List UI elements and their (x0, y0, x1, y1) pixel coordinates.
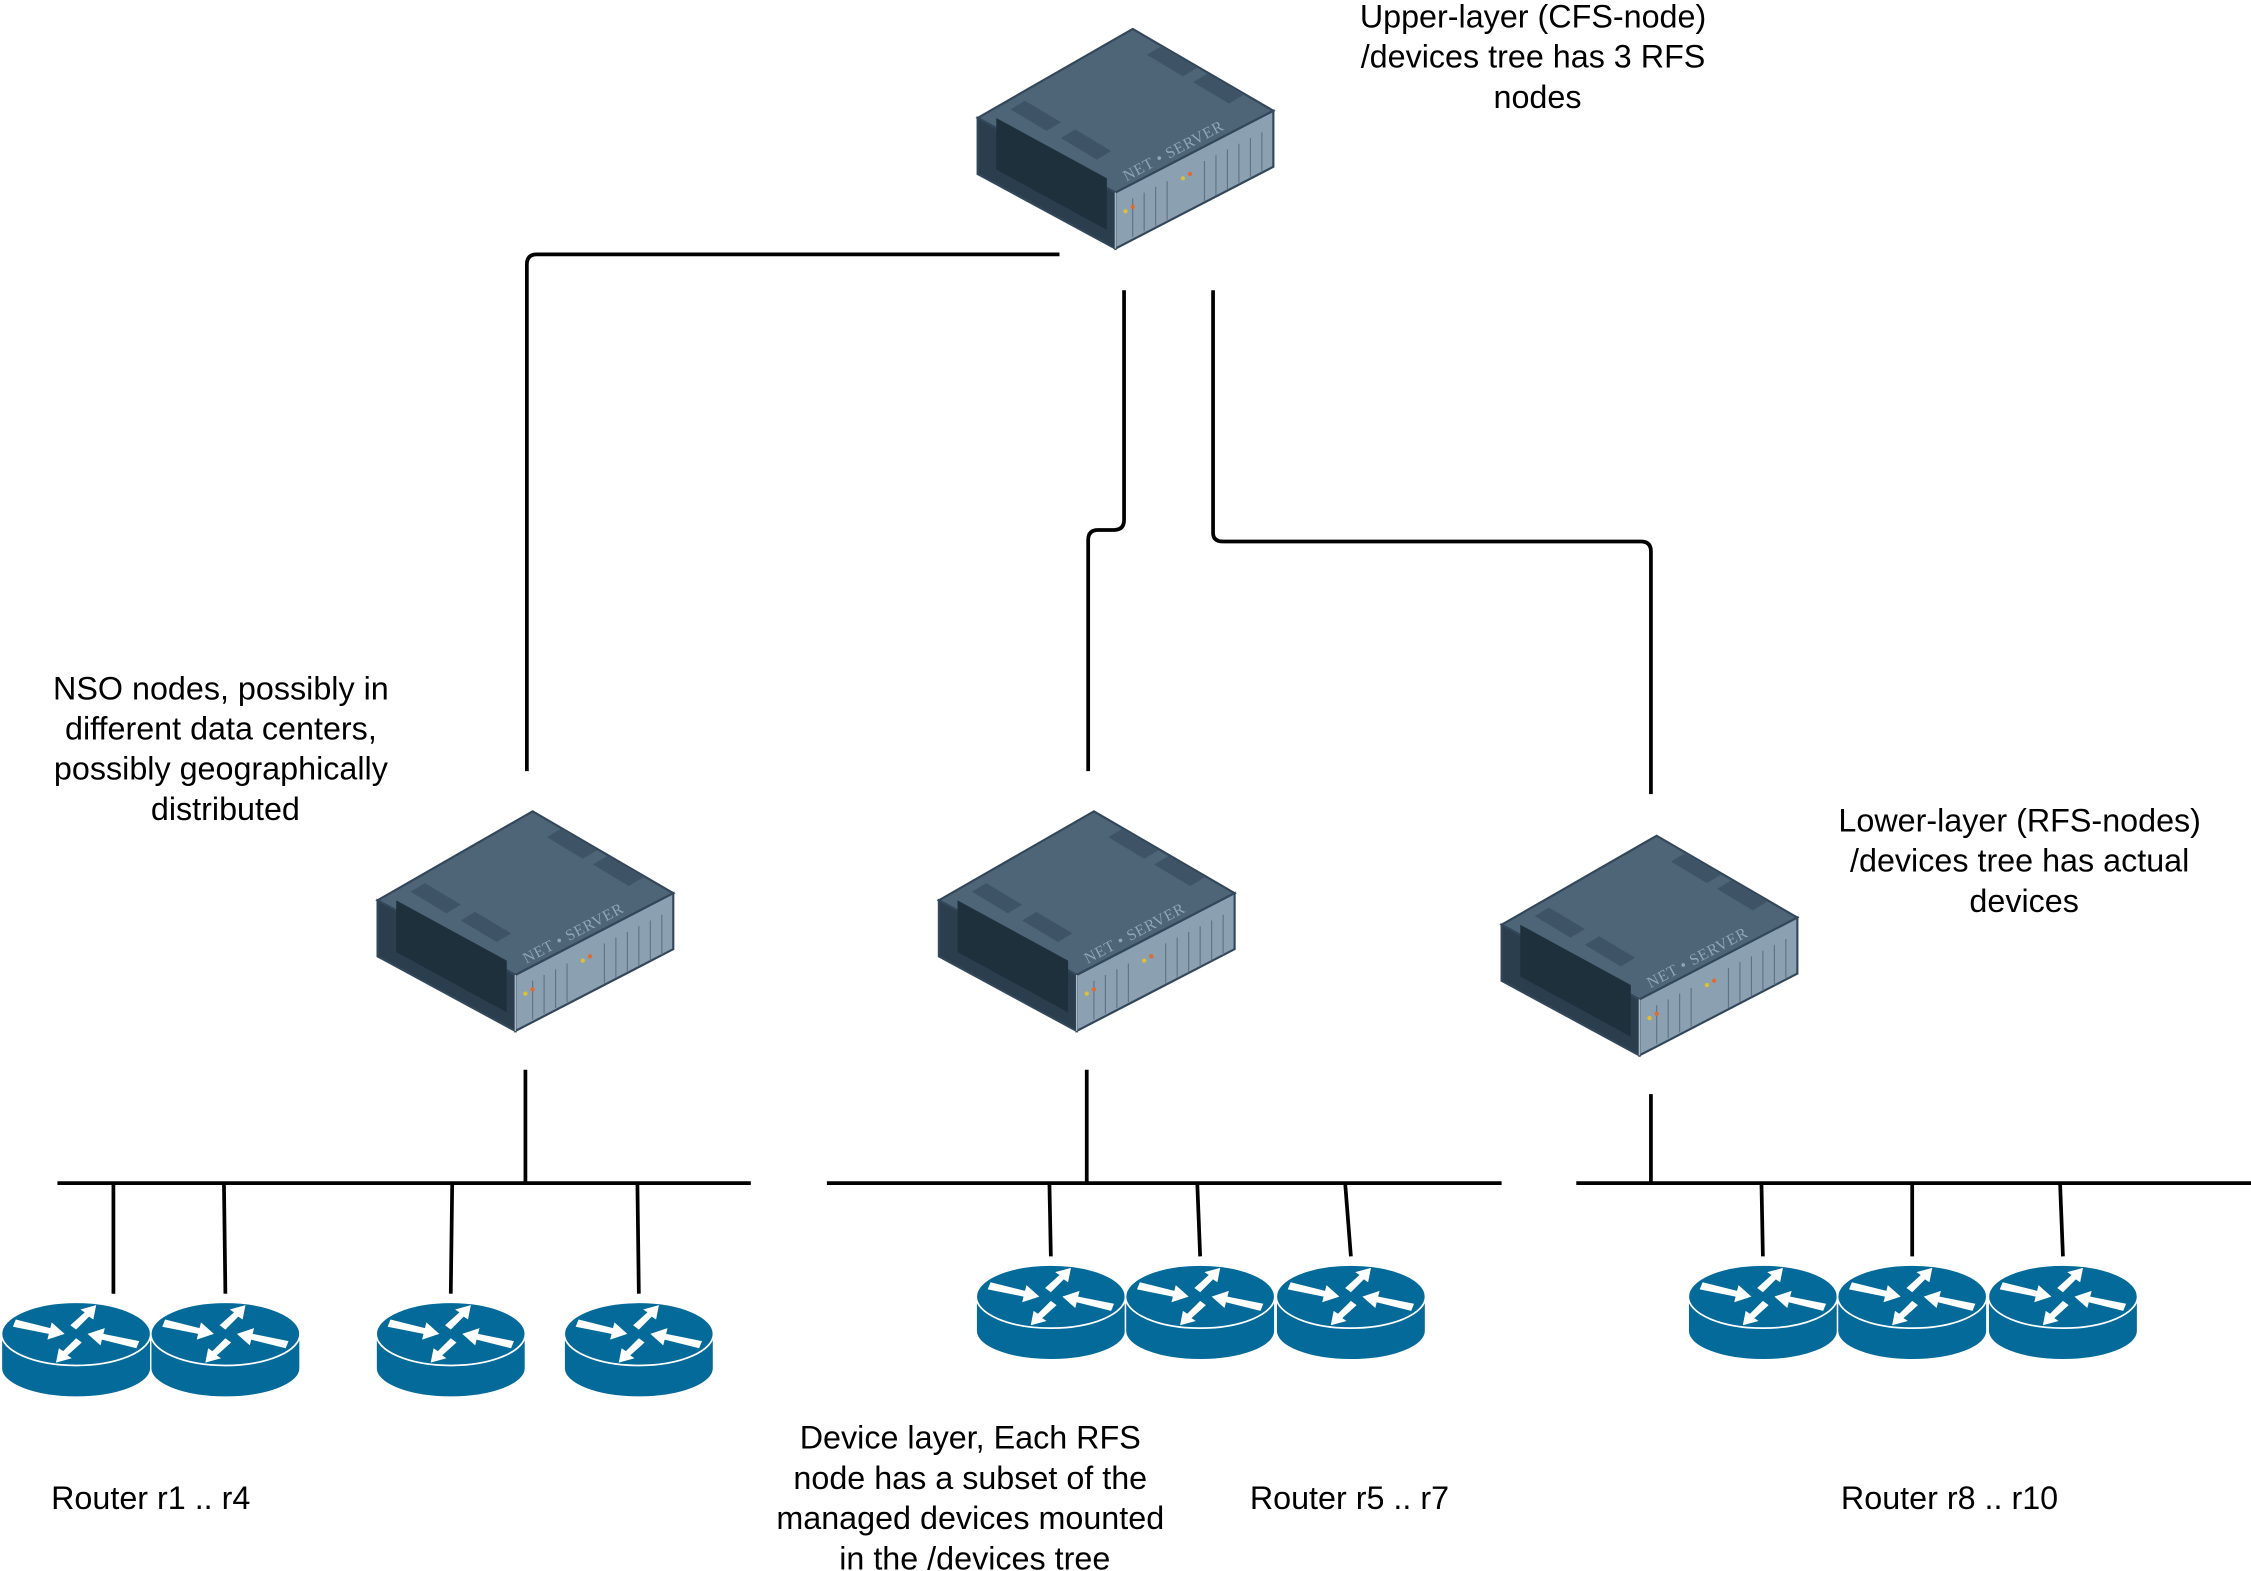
router-icon (375, 1301, 527, 1398)
link-cfs-to-rfs-1 (524, 252, 1060, 772)
router-icon (1687, 1264, 1839, 1361)
router-drop (1343, 1183, 1353, 1257)
router-drop (1195, 1183, 1203, 1257)
net-server-icon (1500, 834, 1799, 1057)
link-cfs-to-rfs-2 (1086, 290, 1126, 772)
router-drop (448, 1183, 455, 1294)
router-drop (222, 1183, 228, 1294)
router-drop (635, 1183, 641, 1294)
router-drop (2058, 1183, 2065, 1257)
router-group-3 (1687, 1264, 2139, 1361)
link-cfs-to-rfs-3 (1211, 290, 1653, 795)
lower-layer-label: Lower-layer (RFS-nodes) /devices tree ha… (1838, 802, 2210, 918)
router-icon (149, 1301, 301, 1398)
router-icon (563, 1301, 715, 1398)
router-group-2 (975, 1264, 1427, 1361)
router-group-1-label: Router r1 .. r4 (51, 1480, 250, 1516)
net-server-icon (937, 810, 1236, 1033)
router-drop (1759, 1183, 1765, 1257)
rfs-node-2-server: NET • SERVER (937, 810, 1236, 1033)
router-icon (1836, 1264, 1988, 1361)
router-drop (1047, 1183, 1053, 1257)
cfs-node-server: NET • SERVER (976, 27, 1275, 250)
net-server-icon (376, 810, 675, 1033)
router-group-2-label: Router r5 .. r7 (1250, 1480, 1449, 1516)
rfs-node-3-server: NET • SERVER (1500, 834, 1799, 1057)
router-icon (1275, 1264, 1427, 1361)
device-layer-label: Device layer, Each RFS node has a subset… (776, 1420, 1173, 1571)
rfs-node-1-server: NET • SERVER (376, 810, 675, 1033)
router-icon (1987, 1264, 2139, 1361)
nso-nodes-label: NSO nodes, possibly in different data ce… (53, 670, 398, 827)
router-icon (1124, 1264, 1276, 1361)
router-group-3-label: Router r8 .. r10 (1841, 1480, 2058, 1516)
router-icon (975, 1264, 1127, 1361)
router-group-1 (0, 1301, 715, 1398)
connection-lines (57, 252, 2251, 1294)
router-icon (0, 1301, 152, 1398)
upper-layer-label: Upper-layer (CFS-node) /devices tree has… (1360, 0, 1715, 115)
net-server-icon (976, 27, 1275, 250)
